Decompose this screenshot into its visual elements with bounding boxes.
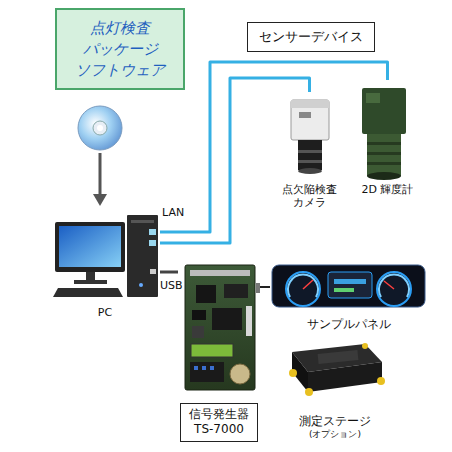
signal-generator: 信号発生器 TS-7000 <box>178 262 260 442</box>
node-label: 測定ステージ <box>299 414 371 429</box>
panel-cable <box>260 286 270 288</box>
port-label: LAN <box>162 206 184 219</box>
cd-disc <box>78 106 122 150</box>
install-arrow <box>93 153 107 206</box>
node-label: サンプルパネル <box>307 317 391 332</box>
signal-board-illustration <box>185 265 260 390</box>
camera-device: 点欠陥検査 カメラ <box>272 92 347 210</box>
node-label: PC <box>98 306 112 320</box>
group-heading-box: センサーデバイス <box>247 22 375 52</box>
pc-illustration <box>53 215 158 297</box>
lan-cable <box>160 62 388 232</box>
port-label: USB <box>160 279 183 292</box>
meter-device: 2D 輝度計 <box>350 80 425 210</box>
node-label: 点欠陥検査 カメラ <box>272 183 347 211</box>
luminance-meter-illustration <box>362 88 406 180</box>
usb-cable <box>160 271 178 274</box>
stage-device: 測定ステージ(オプション) <box>280 335 390 440</box>
lan-cable <box>160 78 310 243</box>
camera-illustration <box>291 100 329 174</box>
pc-device: PC <box>50 215 160 320</box>
node-note: (オプション) <box>309 429 361 440</box>
node-label: 点灯検査 パッケージ ソフトウェア <box>61 18 179 81</box>
software-box: 点灯検査 パッケージ ソフトウェア <box>55 8 185 90</box>
node-label: 2D 輝度計 <box>362 183 414 197</box>
node-label: 信号発生器 TS-7000 <box>180 403 258 442</box>
node-label: センサーデバイス <box>259 29 363 45</box>
dashboard-panel-illustration <box>272 265 425 307</box>
measurement-stage-illustration <box>289 343 385 396</box>
panel-device: サンプルパネル <box>270 262 428 332</box>
